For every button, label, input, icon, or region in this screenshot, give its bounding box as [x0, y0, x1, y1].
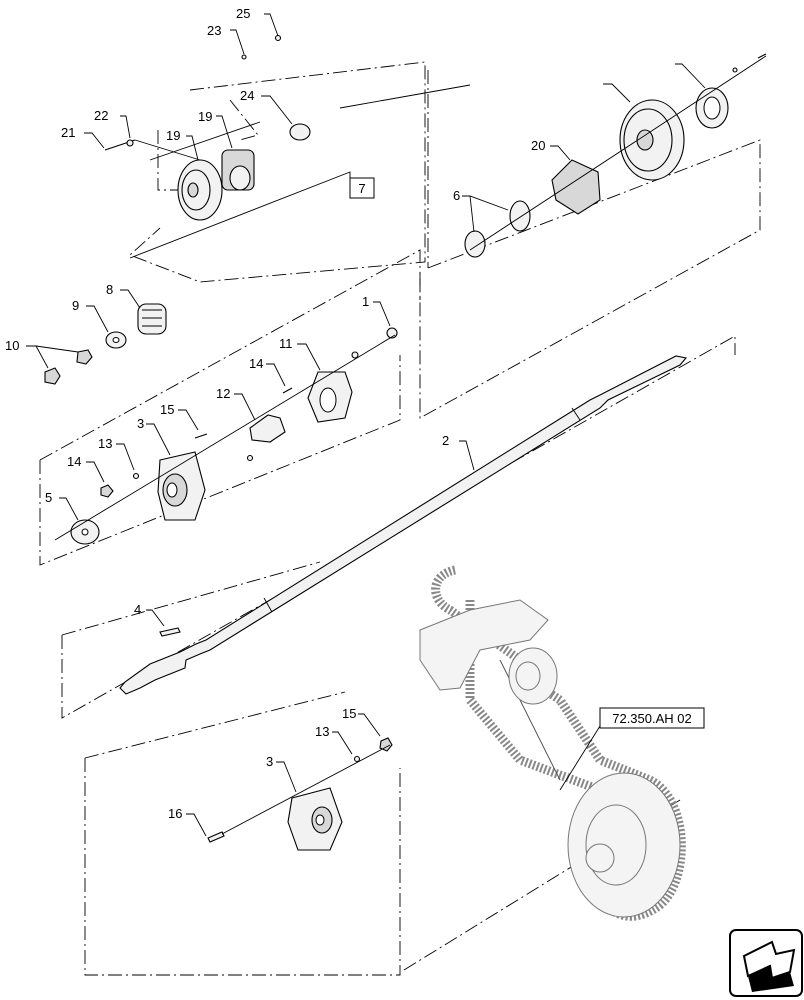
nut-14a [100, 484, 114, 498]
callouts: 25 23 24 22 21 19 19 20 6 8 9 10 1 11 [5, 6, 706, 837]
shaft-2 [119, 355, 688, 695]
hub-23 [551, 159, 601, 215]
callout-5: 5 [45, 490, 52, 505]
bolt-25 [757, 53, 767, 59]
callout-19-top: 23 [207, 23, 221, 38]
disc-6a [464, 230, 486, 258]
bearing-assembly-lower [207, 737, 393, 851]
washer-19a [241, 54, 247, 60]
callout-3-upper: 3 [137, 416, 144, 431]
callout-17: 19 [198, 109, 212, 124]
callout-20: 21 [61, 125, 75, 140]
callout-19-left: 22 [94, 108, 108, 123]
washer-13b [353, 755, 361, 763]
nut-10a [76, 349, 93, 365]
sheave-assembly-top [104, 34, 311, 221]
pin-21 [274, 34, 282, 42]
callout-8: 8 [106, 282, 113, 297]
belt-drive-reference [419, 565, 686, 921]
callout-14-upper: 14 [67, 454, 81, 469]
next-page-arrow-icon[interactable] [729, 929, 803, 997]
callout-21: 25 [236, 6, 250, 21]
collar-22 [289, 123, 311, 141]
nut-14b [379, 737, 393, 752]
spring-8 [137, 303, 167, 335]
bolt-15a [194, 433, 208, 439]
washer-13a [132, 472, 140, 480]
bolt-16 [282, 387, 293, 394]
assembly-boundaries [39, 61, 761, 976]
callout-4: 4 [134, 602, 141, 617]
disc-6b [509, 200, 531, 232]
callout-13-lower: 13 [315, 724, 329, 739]
callout-11: 11 [279, 336, 293, 351]
callout-18: 19 [166, 128, 180, 143]
bearing-assembly-upper [54, 327, 398, 545]
boxed-label-7: 7 [358, 181, 365, 196]
callout-9: 9 [72, 298, 79, 313]
key-4 [159, 627, 181, 637]
pulley-assembly-right [464, 53, 767, 258]
callout-22: 24 [240, 88, 254, 103]
callout-1: 1 [362, 294, 369, 309]
bolt-15b [207, 831, 225, 843]
callout-15-lower: 16 [168, 806, 182, 821]
callout-13-upper: 13 [98, 436, 112, 451]
callout-23: 20 [531, 138, 545, 153]
reference-callout: 72.350.AH 02 [559, 707, 705, 791]
washer-25 [732, 67, 738, 73]
callout-15-upper: 15 [160, 402, 174, 417]
callout-3-lower: 3 [266, 754, 273, 769]
callout-6: 6 [453, 188, 460, 203]
callout-12: 12 [216, 386, 230, 401]
reference-label: 72.350.AH 02 [612, 711, 692, 726]
callout-10: 10 [5, 338, 19, 353]
callout-2: 2 [442, 433, 449, 448]
boxed-callout-7: 7 [129, 84, 471, 259]
nut-10b [44, 367, 61, 385]
bushing-12 [249, 414, 286, 443]
spring-assembly [44, 303, 167, 385]
callout-14-lower: 15 [342, 706, 356, 721]
callout-16: 14 [249, 356, 263, 371]
